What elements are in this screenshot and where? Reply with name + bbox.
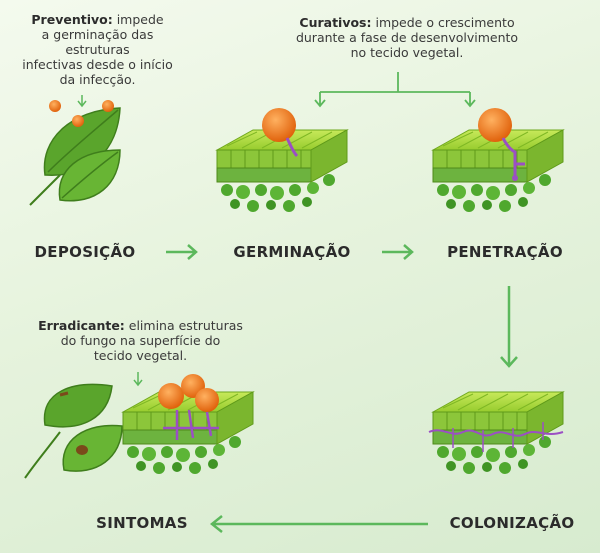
tissue-block-icon	[432, 108, 564, 213]
note-curativos-line3: no tecido vegetal.	[350, 45, 464, 60]
stage-deposicao: DEPOSIÇÃO	[34, 243, 136, 261]
stage-sintomas: SINTOMAS	[96, 514, 188, 532]
note-erradicante: Erradicante: elimina estruturas do fungo…	[28, 318, 253, 363]
arrow-right-icon	[382, 244, 414, 260]
note-erradicante-line3: tecido vegetal.	[93, 348, 188, 363]
tissue-block-icon	[428, 391, 564, 475]
arrow-down-icon	[77, 95, 87, 108]
note-erradicante-title: Erradicante:	[38, 318, 125, 333]
note-curativos-title: Curativos:	[299, 15, 372, 30]
stage-germinacao: GERMINAÇÃO	[233, 243, 351, 261]
tissue-block-icon	[216, 108, 348, 213]
stage-penetracao: PENETRAÇÃO	[447, 243, 563, 261]
note-curativos: Curativos: impede o crescimento durante …	[292, 15, 522, 60]
arrow-down-icon	[500, 286, 518, 368]
curativos-bracket	[314, 72, 476, 108]
note-preventivo-line3: infectivas desde o início	[22, 57, 173, 72]
note-curativos-line1: impede o crescimento	[371, 15, 515, 30]
note-preventivo-line1: impede	[112, 12, 164, 27]
tissue-block-icon	[122, 374, 254, 475]
note-erradicante-line1: elimina estruturas	[124, 318, 243, 333]
note-preventivo-line4: da infecção.	[59, 72, 136, 87]
spore-icon	[49, 100, 114, 127]
note-curativos-line2: durante a fase de desenvolvimento	[295, 30, 519, 45]
note-preventivo: Preventivo: impede a germinação das estr…	[10, 12, 185, 87]
arrow-left-icon	[209, 515, 428, 533]
arrow-right-icon	[166, 244, 198, 260]
note-preventivo-title: Preventivo:	[31, 12, 113, 27]
stage-colonizacao: COLONIZAÇÃO	[449, 514, 575, 532]
note-preventivo-line2: a germinação das estruturas	[41, 27, 154, 57]
leaf-icon	[24, 383, 123, 479]
leaf-icon	[29, 107, 121, 206]
note-erradicante-line2: do fungo na superfície do	[60, 333, 221, 348]
arrow-down-icon	[133, 372, 143, 387]
